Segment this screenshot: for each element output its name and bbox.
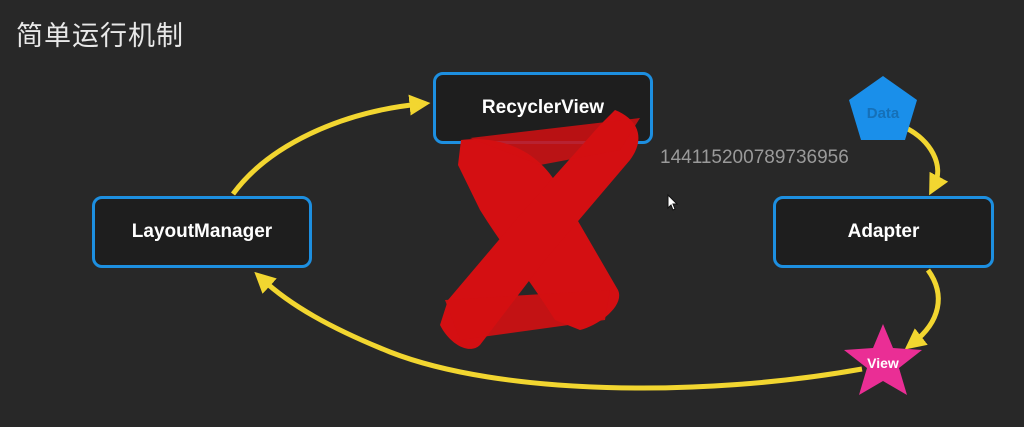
adapter-node: Adapter [773,196,994,268]
view-star [844,324,922,395]
layoutmanager-node: LayoutManager [92,196,312,268]
adapter-label: Adapter [847,221,920,242]
mouse-cursor-icon [667,193,679,211]
data-pentagon [849,76,917,140]
arrow-view-to-layoutmanager [254,271,863,391]
arrow-layoutmanager-to-recyclerview [230,94,431,196]
recyclerview-label: RecyclerView [481,97,605,118]
overlay-number: 144115200789736956 [660,147,849,168]
view-label: View [867,355,899,371]
arrow-adapter-to-view [904,268,941,350]
arrow-data-to-adapter [904,125,949,196]
data-label: Data [867,105,900,122]
layoutmanager-label: LayoutManager [131,221,273,242]
page-title: 简单运行机制 [16,21,184,52]
red-cross-mark [440,110,640,349]
